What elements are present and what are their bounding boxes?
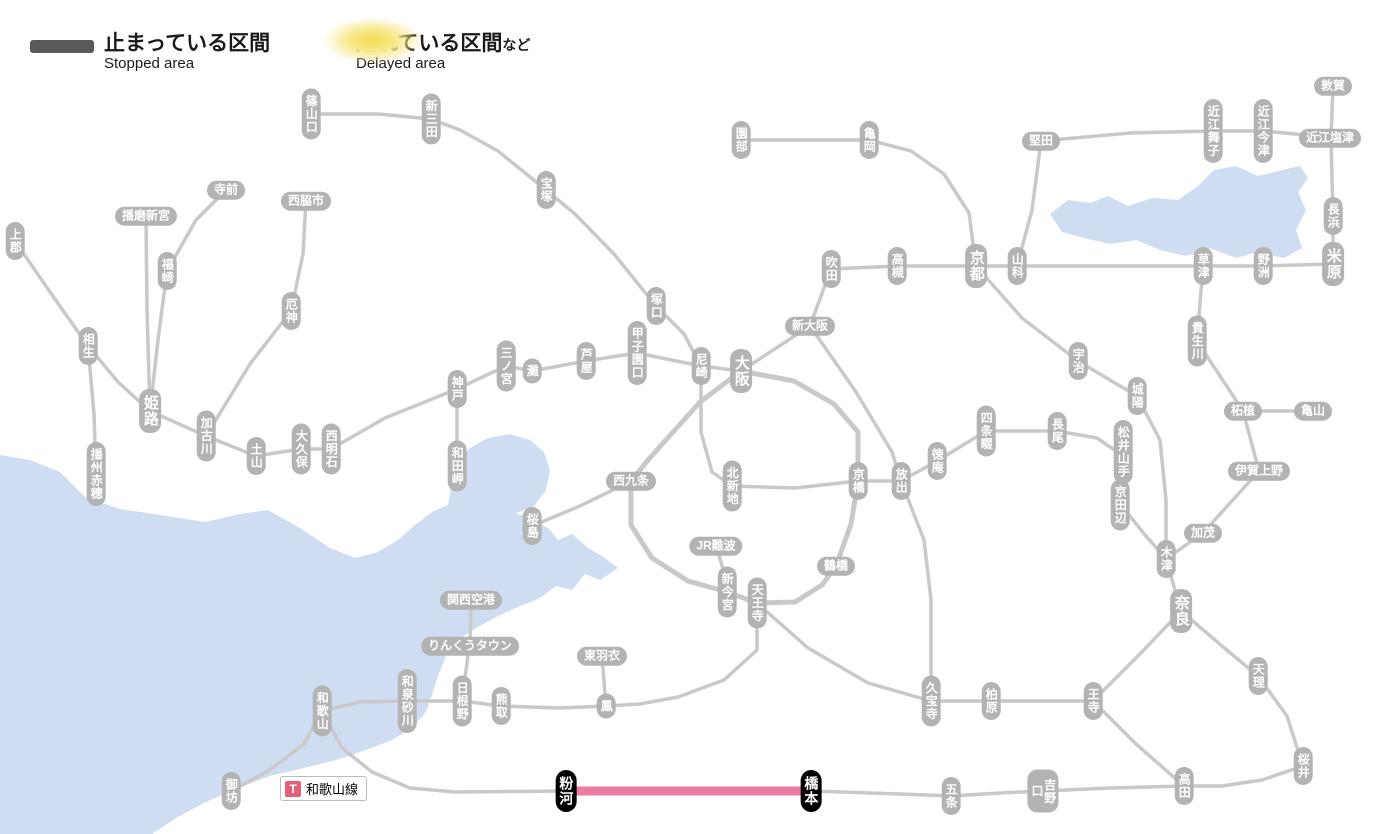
rail-line-gakkentoshi	[856, 429, 1168, 561]
stopped-swatch-icon	[30, 40, 94, 53]
rail-line-kusatsu	[1195, 264, 1245, 413]
legend-delayed: 遅れている区間など Delayed area	[322, 17, 531, 73]
rail-line-ako	[86, 344, 98, 476]
line-symbol-T-icon: T	[285, 780, 301, 797]
legend-stopped-ja: 止まっている区間	[104, 32, 271, 55]
rail-line-kakogawa	[204, 199, 308, 438]
wakayama-line-badge: T 和歌山線	[280, 776, 368, 801]
water-osaka-bay	[0, 455, 618, 834]
line-name-label: 和歌山線	[306, 782, 359, 797]
rail-line-yamatoji	[755, 601, 1095, 703]
rail-line-sakurai	[1179, 609, 1305, 788]
legend-stopped: 止まっている区間 Stopped area	[30, 32, 270, 73]
legend-delayed-ja-suffix: など	[502, 37, 531, 53]
water-lake-biwa	[1050, 166, 1308, 258]
rail-line-hagoromo-branch	[600, 654, 608, 708]
legend-stopped-text: 止まっている区間 Stopped area	[104, 32, 270, 73]
rail-line-yumesaki	[530, 479, 633, 528]
rail-line-yamatoji-nara	[1091, 609, 1183, 703]
rail-line-sanin	[739, 138, 978, 268]
rail-line-wakayama	[320, 709, 1186, 798]
rail-line-kansai-east	[1164, 409, 1315, 561]
rail-line-hokuriku	[1329, 84, 1335, 266]
rail-line-nara-line	[974, 264, 1183, 613]
rail-line-tozai	[699, 364, 860, 490]
water-kobe-harbor	[448, 434, 550, 514]
rail-line-osaka-higashi	[808, 324, 933, 703]
rail-line-bantan	[148, 188, 228, 413]
rail-line-namba-branch	[714, 544, 729, 594]
rail-line-kishin	[144, 214, 152, 413]
legend-stopped-en: Stopped area	[104, 55, 195, 73]
rail-line-fukuchiyama	[309, 112, 703, 368]
rail-line-wakayama-oji	[1091, 699, 1186, 788]
